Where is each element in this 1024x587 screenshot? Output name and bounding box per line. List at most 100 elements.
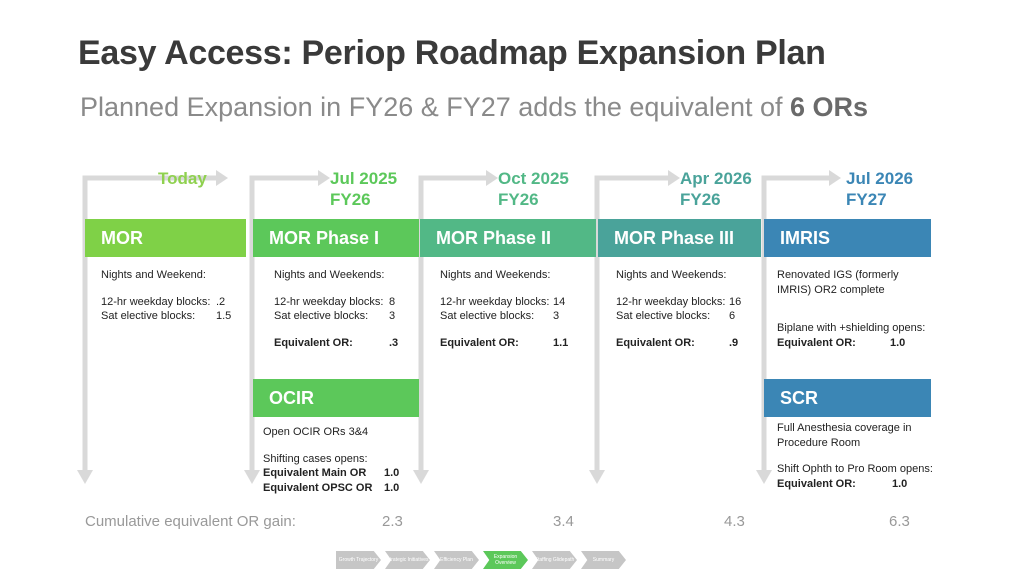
metric-value: 16	[729, 295, 742, 308]
row-spacer	[274, 324, 420, 336]
metric-label: Procedure Room	[777, 436, 861, 449]
cumulative-value: 2.3	[382, 513, 403, 530]
metric-label: Sat elective blocks:	[440, 310, 535, 322]
metric-row: Full Anesthesia coverage in	[777, 421, 927, 436]
timeline-arrow-line	[249, 175, 318, 470]
metric-value: 8	[389, 295, 396, 308]
metric-row: Sat elective blocks: 3	[274, 309, 420, 324]
timeline-arrow-line	[761, 175, 829, 470]
nav-step[interactable]: Strategic Initiatives	[385, 551, 430, 569]
metric-value: 1.5	[216, 310, 232, 322]
metric-label: 12-hr weekday blocks:	[616, 295, 726, 308]
ocir-header: OCIR	[253, 379, 419, 417]
phase-header-label: MOR Phase II	[436, 227, 552, 248]
row-spacer	[777, 450, 927, 462]
nav-step[interactable]: Staffing Glidepath	[532, 551, 577, 569]
nav-step[interactable]: Efficiency Plan	[434, 551, 479, 569]
metric-label: Nights and Weekends:	[440, 269, 551, 281]
arrow-head-down	[77, 470, 93, 484]
metric-row: Shifting cases opens:	[263, 452, 413, 467]
metric-label: Full Anesthesia coverage in	[777, 422, 912, 434]
metric-label: Equivalent Main OR	[263, 467, 367, 479]
nav-step[interactable]: Expansion Overview	[483, 551, 528, 569]
metric-label: Sat elective blocks:	[616, 310, 711, 322]
metric-label: Equivalent OPSC OR	[263, 481, 373, 494]
row-spacer	[616, 324, 759, 336]
nav-step[interactable]: Growth Trajectory	[336, 551, 381, 569]
metric-row: 12-hr weekday blocks:16	[616, 295, 759, 310]
timeline-arrow-line	[418, 175, 486, 470]
metric-label: Equivalent OR:	[274, 336, 353, 349]
metric-row: 12-hr weekday blocks: .2	[101, 295, 242, 310]
milestone-date-label: Apr 2026	[680, 169, 752, 188]
metric-row: Equivalent OR: .3	[274, 336, 420, 351]
metric-row: Equivalent OR:1.0	[777, 336, 924, 351]
metric-value: 14	[553, 295, 566, 308]
metric-row: Equivalent OR:1.1	[440, 336, 596, 351]
metric-value: 1.1	[553, 336, 569, 349]
arrow-head-right	[216, 170, 228, 186]
metric-label: 12-hr weekday blocks:	[440, 295, 550, 308]
arrow-head-right	[486, 170, 498, 186]
milestone-date-label: Today	[158, 169, 207, 188]
metric-value: 1.0	[384, 467, 400, 479]
cumulative-label: Cumulative equivalent OR gain:	[85, 513, 296, 530]
timeline-arrow	[244, 170, 330, 484]
cumulative-value: 4.3	[724, 513, 745, 530]
metric-label: Biplane with +shielding opens:	[777, 322, 926, 334]
row-spacer	[440, 283, 596, 295]
timeline-arrow-line	[82, 175, 216, 470]
metric-row: Procedure Room	[777, 436, 927, 451]
metric-label: Shifting cases opens:	[263, 452, 368, 465]
metric-label: Open OCIR ORs 3&4	[263, 426, 369, 438]
phase-header: MOR	[85, 219, 246, 257]
metric-label: Sat elective blocks:	[274, 310, 369, 322]
arrow-head-right	[668, 170, 680, 186]
phase-header: MOR Phase II	[420, 219, 596, 257]
timeline-arrow-line	[594, 175, 668, 470]
arrow-head-down	[589, 470, 605, 484]
ocir-header-label: OCIR	[269, 387, 314, 408]
milestone-fiscal-year: FY26	[330, 190, 371, 209]
cumulative-value: 3.4	[553, 513, 574, 530]
metric-row: Nights and Weekends:	[274, 268, 420, 283]
metric-value: .9	[729, 336, 739, 349]
row-spacer	[263, 440, 413, 452]
metric-label: Equivalent OR:	[616, 336, 695, 349]
metric-value: .3	[389, 336, 399, 349]
nav-step[interactable]: Summary	[581, 551, 626, 569]
metric-row: Nights and Weekend:	[101, 268, 242, 283]
metric-label: 12-hr weekday blocks:	[101, 295, 211, 308]
row-spacer	[101, 283, 242, 295]
milestone-fiscal-year: FY26	[680, 190, 721, 209]
metric-label: Nights and Weekend:	[101, 269, 206, 281]
milestone-date-label: Jul 2026	[846, 169, 914, 188]
metric-row: Equivalent OR:1.0	[777, 477, 927, 492]
metric-value: .2	[216, 295, 226, 308]
arrow-head-right	[829, 170, 841, 186]
phase-body: Nights and Weekends:12-hr weekday blocks…	[616, 268, 759, 350]
cumulative-value: 6.3	[889, 513, 910, 530]
phase-header-label: IMRIS	[780, 227, 831, 248]
row-spacer	[777, 309, 924, 321]
row-spacer	[274, 283, 420, 295]
metric-row: Sat elective blocks:6	[616, 309, 759, 324]
phase-header: MOR Phase I	[253, 219, 419, 257]
arrow-head-down	[413, 470, 429, 484]
metric-value: 3	[389, 310, 396, 322]
metric-row: Equivalent Main OR 1.0	[263, 466, 413, 481]
metric-row: Shift Ophth to Pro Room opens:	[777, 462, 933, 477]
slide-subtitle: Planned Expansion in FY26 & FY27 adds th…	[80, 92, 868, 123]
arrow-head-down	[756, 470, 772, 484]
metric-row: Renovated IGS (formerly	[777, 268, 924, 283]
milestone-date-label: Oct 2025	[498, 169, 569, 188]
metric-row: Sat elective blocks: 3	[440, 309, 596, 324]
phase-body: Nights and Weekends:12-hr weekday blocks…	[274, 268, 420, 350]
metric-value: 3	[553, 310, 560, 322]
